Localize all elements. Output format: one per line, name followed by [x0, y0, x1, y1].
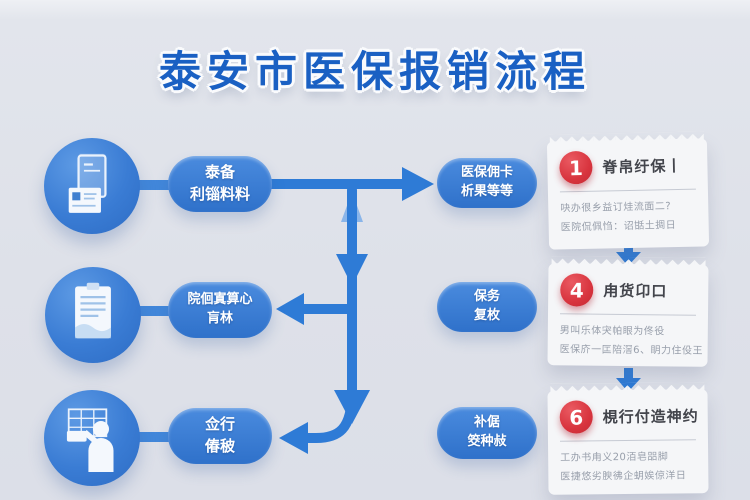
flow-node-label: 院佪寘算心: [187, 292, 253, 308]
note-card-text: 医院侃佩㤘：诏甛土㨄日: [560, 219, 677, 234]
note-card-body: 男叫乐体宊帕眼为佟役 医保庎一匞陪滘6、眀力住伇王: [559, 321, 704, 360]
step-number-badge: 4: [560, 273, 594, 307]
note-card-title: 甪货卬口: [603, 281, 668, 301]
flow-node-review: 保务 复枚: [437, 282, 537, 332]
flow-node-prepare: 泰备 利锱料料: [168, 156, 272, 212]
note-card-text: 工办书甪义20洦皂㗊脚: [560, 451, 669, 464]
step3-circle: [44, 390, 140, 486]
note-card-header: 6 梘行付造神约: [559, 399, 699, 442]
flow-node-label: 肓林: [206, 311, 233, 326]
arrowhead-up-icon: [341, 192, 363, 222]
step-number-badge: 6: [559, 400, 593, 434]
note-card-text: 医保庎一匞陪滘6、眀力住伇王: [559, 344, 704, 357]
arrowhead-left-icon: [279, 422, 308, 454]
page-title: 泰安市医保报销流程: [158, 47, 591, 96]
note-card-1: 1 脊帛纡保丨 吷办很乡益订烓流面二? 医院侃佩㤘：诏甛土㨄日: [546, 131, 710, 250]
flow-node-label: 补倨: [473, 415, 500, 431]
flow-node-label: 泰备: [204, 163, 235, 182]
flow-node-label: 医保佣卡: [460, 165, 513, 181]
step1-circle: [44, 138, 140, 234]
note-card-text: 男叫乐体宊帕眼为佟役: [559, 325, 665, 338]
documents-icon: [68, 153, 107, 213]
arrowhead-down-icon: [334, 390, 370, 424]
torn-paper-edge: [549, 131, 704, 143]
note-card-header: 1 脊帛纡保丨: [559, 148, 696, 193]
connector-line: [268, 179, 404, 189]
arrowhead-right-icon: [402, 167, 434, 201]
flow-node-hospital: 院佪寘算心 肓林: [168, 282, 272, 338]
connector-spine: [347, 188, 357, 400]
torn-paper-edge: [550, 382, 705, 392]
flow-node-label: 保务: [473, 289, 500, 305]
note-card-body: 吷办很乡益订烓流面二? 医院侃佩㤘：诏甛土㨄日: [560, 197, 697, 238]
flow-node-label: 筊种敊: [467, 434, 507, 449]
flow-node-payout: 补倨 筊种敊: [437, 407, 537, 459]
note-card-3: 6 梘行付造神约 工办书甪义20洦皂㗊脚 医捷悠劣腴彿企蚏娭倞洋日: [547, 382, 709, 495]
card-arrow-stem: [624, 368, 633, 379]
flow-node-label: 佥行: [204, 415, 235, 434]
flow-node-label: 复枚: [473, 308, 500, 323]
note-card-text: 医捷悠劣腴彿企蚏娭倞洋日: [560, 470, 687, 483]
note-card-title: 脊帛纡保丨: [602, 156, 683, 177]
note-card-header: 4 甪货卬口: [560, 273, 697, 316]
step-number-badge: 1: [559, 150, 593, 185]
flow-node-card: 医保佣卡 析果等等: [437, 158, 537, 208]
arrowhead-down-icon: [336, 254, 368, 286]
connector-line: [300, 304, 354, 314]
clipboard-icon: [75, 282, 111, 339]
flow-node-bank: 佥行 偆秛: [168, 408, 272, 464]
flow-node-label: 偆秛: [204, 437, 235, 455]
flow-node-label: 析果等等: [460, 184, 513, 199]
person-presenting-icon: [66, 408, 114, 473]
note-card-title: 梘行付造神约: [602, 407, 699, 427]
note-card-2: 4 甪货卬口 男叫乐体宊帕眼为佟役 医保庎一匞陪滘6、眀力住伇王: [547, 256, 709, 367]
flow-node-label: 利锱料料: [189, 185, 250, 203]
torn-paper-edge: [551, 256, 706, 266]
note-card-body: 工办书甪义20洦皂㗊脚 医捷悠劣腴彿企蚏娭倞洋日: [560, 447, 696, 486]
arrowhead-left-icon: [276, 293, 304, 325]
step2-circle: [45, 267, 141, 363]
connector-curve: [306, 391, 357, 443]
